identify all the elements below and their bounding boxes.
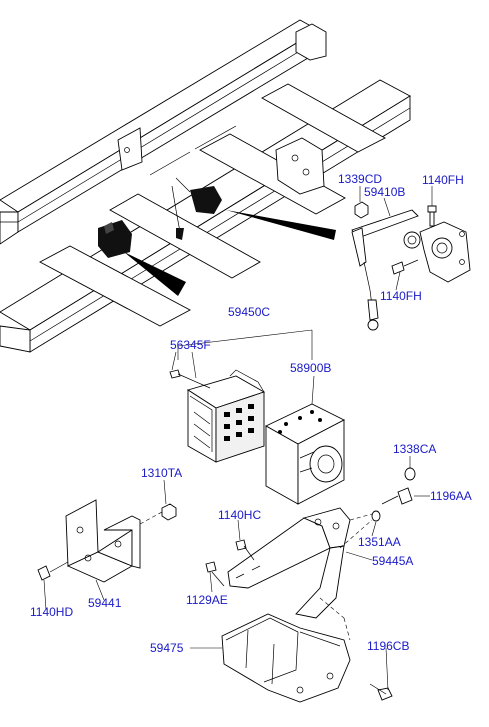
leader-lines (43, 186, 433, 691)
bracket-59445A (205, 467, 416, 619)
label-1310TA: 1310TA (141, 466, 182, 480)
label-1140HD: 1140HD (30, 605, 73, 619)
label-1196CB: 1196CB (367, 639, 409, 653)
ecu-module-56345F (186, 369, 266, 463)
label-1338CA: 1338CA (393, 442, 436, 456)
label-1129AE: 1129AE (186, 593, 228, 607)
label-1140FH-top: 1140FH (422, 173, 464, 187)
screw-56345F (169, 369, 211, 389)
label-59410B: 59410B (364, 185, 405, 199)
label-1196AA: 1196AA (430, 489, 472, 503)
label-1351AA: 1351AA (358, 535, 401, 549)
label-56345F: 56345F (170, 338, 211, 352)
bracket-59441 (37, 499, 177, 583)
label-1140FH-bottom: 1140FH (380, 289, 422, 303)
cover-59475 (221, 597, 393, 703)
chassis-frame (0, 19, 411, 353)
label-59445A: 59445A (372, 554, 413, 568)
part-labels: 1339CD 59410B 1140FH 1140FH 59450C 56345… (30, 172, 472, 655)
label-1339CD: 1339CD (338, 172, 382, 186)
height-sensor-on-frame (171, 177, 222, 240)
label-59441: 59441 (88, 596, 122, 610)
label-59475: 59475 (150, 641, 184, 655)
detail-pointer-right (226, 210, 336, 240)
abs-module-on-frame (98, 220, 132, 258)
label-1140HC: 1140HC (218, 508, 261, 522)
label-59450C: 59450C (228, 305, 270, 319)
label-58900B: 58900B (290, 361, 331, 375)
height-sensor-assembly (351, 201, 471, 331)
hydraulic-unit-58900B (265, 403, 345, 505)
detail-pointer-left (124, 252, 186, 296)
